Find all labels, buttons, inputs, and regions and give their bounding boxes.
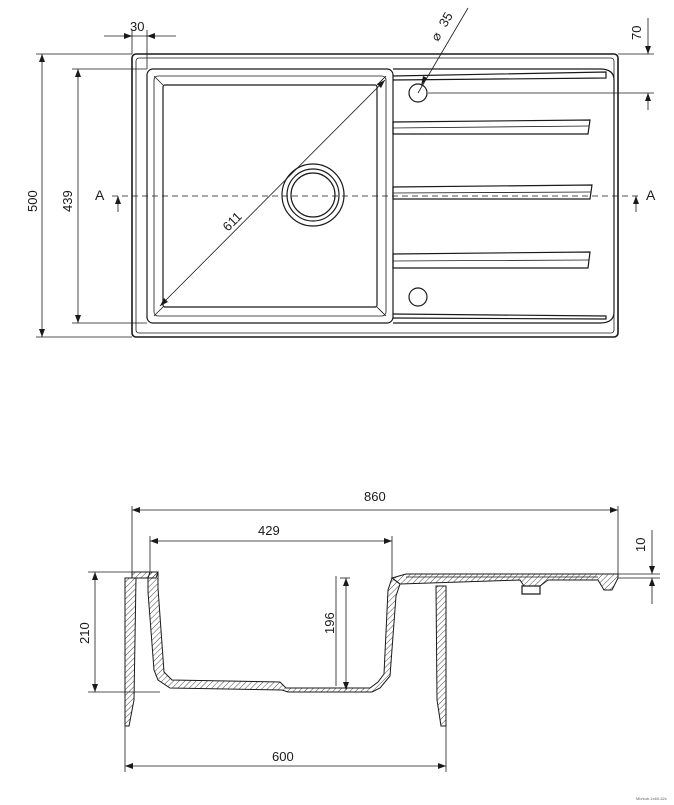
section-view: 860 429 10 210 196 600: [77, 489, 660, 772]
cabinet-width-label: 600: [272, 749, 294, 764]
bowl-depth-label: 439: [60, 190, 75, 212]
tap-offset-label: 70: [629, 26, 644, 40]
overall-depth-label: 500: [25, 190, 40, 212]
rim-width-label: 30: [130, 19, 144, 34]
overflow-hole-icon: [408, 287, 428, 307]
section-marker-right: A: [646, 187, 656, 203]
tap-hole-icon: [408, 83, 428, 103]
tap-hole-diameter-label: 35: [436, 9, 456, 29]
tap-hole-diameter-symbol: ⌀: [428, 29, 445, 43]
drain-icon: [281, 163, 345, 227]
cabinet-wall-left: [124, 577, 137, 727]
diagonal-label: 611: [220, 209, 245, 234]
sink-outline-inner: [135, 57, 615, 334]
cabinet-height-label: 210: [77, 622, 92, 644]
bowl-section: [147, 571, 401, 693]
footer-text: Mb/sub-1x60-62c: [636, 796, 667, 801]
sink-outline: [131, 53, 619, 338]
bowl-height-label: 196: [322, 612, 337, 634]
drainboard-section: [390, 573, 619, 591]
section-marker-left: A: [95, 187, 105, 203]
overall-width-label: 860: [364, 489, 386, 504]
bowl-width-label: 429: [258, 523, 280, 538]
top-view: 611 ⌀ 35 70: [25, 7, 656, 338]
cabinet-wall-right: [435, 585, 447, 727]
rim-thickness-label: 10: [633, 538, 648, 552]
diagonal-dimension-line: [159, 79, 386, 307]
